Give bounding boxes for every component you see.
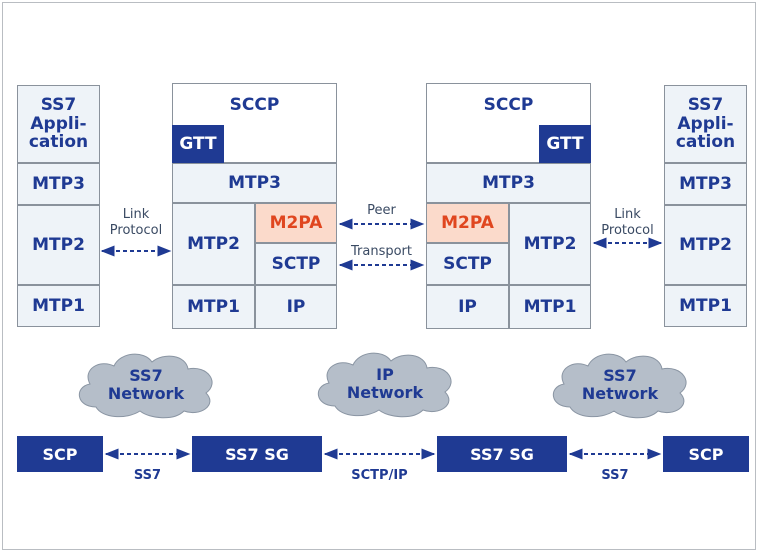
left-sg-gtt-box: GTT xyxy=(172,125,224,163)
scp-left-node: SCP xyxy=(17,436,103,472)
ss7-link-left-label: SS7 xyxy=(133,468,162,483)
ss7-sg-right-node: SS7 SG xyxy=(437,436,567,472)
right-app-box: SS7 Appli- cation xyxy=(664,85,747,163)
right-mtp3-box: MTP3 xyxy=(664,163,747,205)
left-mtp2-box: MTP2 xyxy=(17,205,100,285)
ss7-network-right-label: SS7 Network xyxy=(581,366,659,403)
right-sg-gtt-box: GTT xyxy=(539,125,591,163)
peer-label: Peer xyxy=(367,203,396,218)
scp-right-node: SCP xyxy=(663,436,749,472)
ss7-link-right-label: SS7 xyxy=(601,468,629,483)
right-sg-mtp2-box: MTP2 xyxy=(509,203,591,285)
left-sg-mtp3-box: MTP3 xyxy=(172,163,337,203)
right-sg-m2pa-box: M2PA xyxy=(426,203,509,243)
right-sg-sctp-box: SCTP xyxy=(426,243,509,285)
left-link-protocol-label: Link Protocol xyxy=(109,207,163,238)
ss7-network-cloud-left: SS7 Network xyxy=(70,347,222,423)
right-link-protocol-label: Link Protocol xyxy=(601,207,654,238)
transport-label: Transport xyxy=(350,244,412,259)
left-sg-mtp1-box: MTP1 xyxy=(172,285,255,329)
right-sg-ip-box: IP xyxy=(426,285,509,329)
ss7-network-cloud-right: SS7 Network xyxy=(544,347,696,423)
ip-network-cloud: IP Network xyxy=(309,345,461,423)
right-sg-mtp3-box: MTP3 xyxy=(426,163,591,203)
right-sg-mtp1-box: MTP1 xyxy=(509,285,591,329)
cloud-icon xyxy=(553,353,687,419)
right-mtp2-box: MTP2 xyxy=(664,205,747,285)
ss7-network-left-label: SS7 Network xyxy=(107,366,185,403)
ss7-sg-left-node: SS7 SG xyxy=(192,436,322,472)
left-app-box: SS7 Appli- cation xyxy=(17,85,100,163)
sctp-ip-link-label: SCTP/IP xyxy=(351,468,408,483)
left-sg-mtp2-box: MTP2 xyxy=(172,203,255,285)
left-sg-sctp-box: SCTP xyxy=(255,243,337,285)
left-mtp3-box: MTP3 xyxy=(17,163,100,205)
left-sg-m2pa-box: M2PA xyxy=(255,203,337,243)
right-mtp1-box: MTP1 xyxy=(664,285,747,327)
cloud-icon xyxy=(79,353,213,419)
cloud-icon xyxy=(318,352,452,418)
left-sg-ip-box: IP xyxy=(255,285,337,329)
ip-network-label: IP Network xyxy=(346,365,424,402)
left-mtp1-box: MTP1 xyxy=(17,285,100,327)
